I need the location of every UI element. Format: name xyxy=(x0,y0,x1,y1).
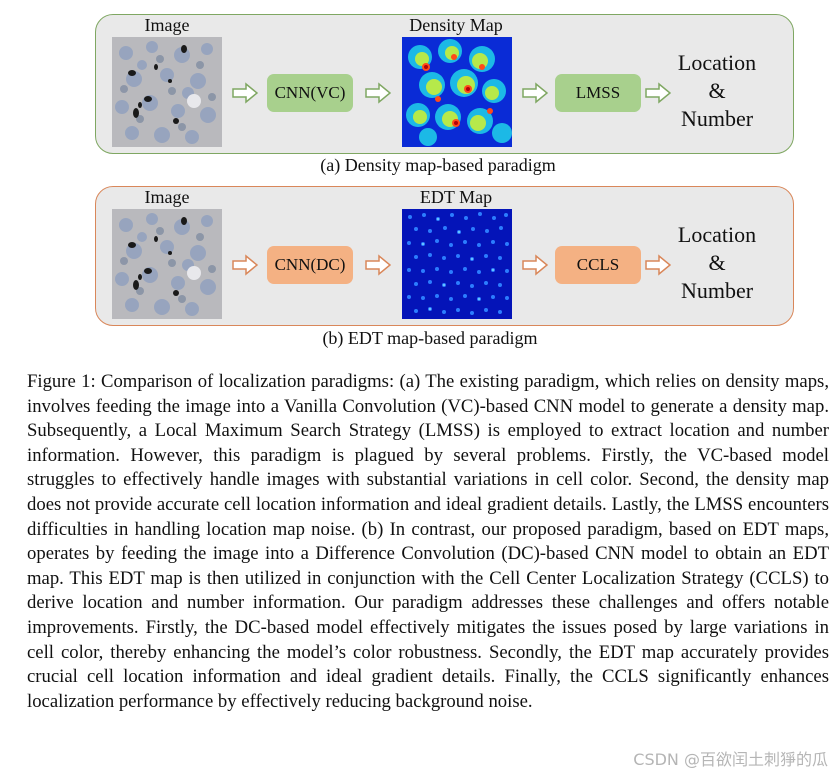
panel-b-arrow-4 xyxy=(645,254,671,276)
panel-b-cell-image xyxy=(112,209,222,319)
panel-a-image-label: Image xyxy=(144,15,190,35)
panel-a-arrow-1 xyxy=(232,82,258,104)
panel-b-arrow-2 xyxy=(365,254,391,276)
panel-b-output-ampersand: & xyxy=(708,250,726,275)
density-map-image xyxy=(402,37,512,147)
panel-b-output-location: Location xyxy=(677,222,757,247)
panel-a-arrow-3 xyxy=(522,82,548,104)
panel-b-model-box: CNN(DC) xyxy=(267,246,353,284)
panel-a-output-ampersand: & xyxy=(708,78,726,103)
panel-a-caption: (a) Density map-based paradigm xyxy=(320,155,556,175)
panel-b-output-number: Number xyxy=(680,278,754,303)
panel-a-model-box: CNN(VC) xyxy=(267,74,353,112)
panel-a-map-label: Density Map xyxy=(409,15,503,35)
watermark: CSDN @百欲闰土刺猙的瓜 xyxy=(633,750,828,769)
panel-a-cell-image xyxy=(112,37,222,147)
figure-caption-text: Figure 1: Comparison of localization par… xyxy=(27,371,829,712)
panel-b-arrow-1 xyxy=(232,254,258,276)
panel-b-arrow-3 xyxy=(522,254,548,276)
edt-map-image xyxy=(402,209,512,319)
panel-a-strategy-box: LMSS xyxy=(555,74,641,112)
panel-a-output-location: Location xyxy=(677,50,757,75)
panel-b-strategy-box: CCLS xyxy=(555,246,641,284)
panel-b-image-label: Image xyxy=(144,187,190,207)
panel-a-arrow-2 xyxy=(365,82,391,104)
panel-a-arrow-4 xyxy=(645,82,671,104)
panel-a-output-number: Number xyxy=(680,106,754,131)
panel-b-map-label: EDT Map xyxy=(419,187,493,207)
panel-b-caption: (b) EDT map-based paradigm xyxy=(322,328,538,348)
